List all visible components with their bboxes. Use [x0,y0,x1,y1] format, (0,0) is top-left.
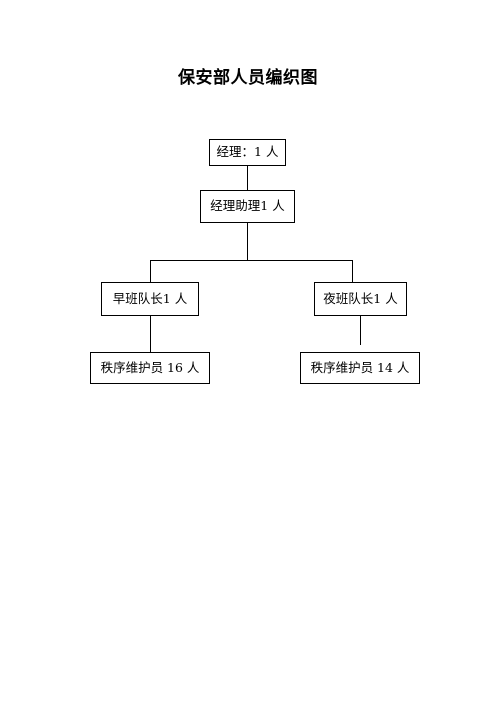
connector-branch-to-night-leader [352,260,353,282]
connector-day-leader-to-staff [150,316,151,352]
node-day-staff: 秩序维护员 16 人 [90,352,210,384]
node-day-shift-leader: 早班队长1 人 [101,282,199,316]
node-night-shift-leader: 夜班队长1 人 [314,282,407,316]
node-manager: 经理：1 人 [209,139,286,166]
connector-assistant-to-branch [247,223,248,260]
connector-night-leader-to-staff [360,316,361,345]
connector-branch-horizontal [150,260,353,261]
chart-title: 保安部人员编织图 [178,68,318,88]
node-assistant-manager: 经理助理1 人 [200,190,295,223]
connector-branch-to-day-leader [150,260,151,282]
node-night-staff: 秩序维护员 14 人 [300,352,420,384]
connector-manager-to-assistant [247,166,248,190]
